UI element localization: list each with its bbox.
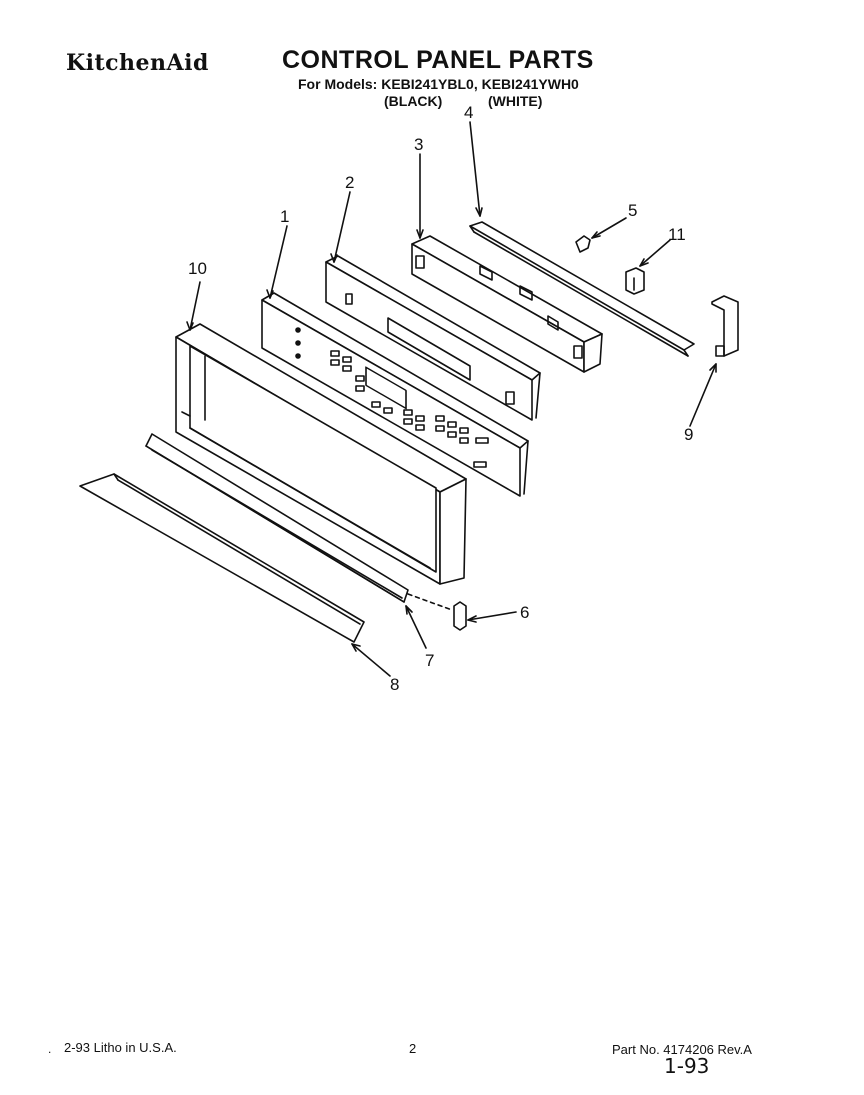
callout-2: 2 [345, 173, 354, 192]
part-2-board [325, 255, 541, 421]
panel-buttons [330, 350, 489, 468]
part-11-bracket [625, 267, 645, 295]
callout-1: 1 [280, 207, 289, 226]
brand-logo: KitchenAid [66, 50, 209, 76]
part-10-frame [175, 323, 467, 585]
part-number: Part No. 4174206 Rev.A [612, 1042, 752, 1057]
callout-10: 10 [188, 259, 207, 278]
page-title: CONTROL PANEL PARTS [282, 46, 594, 74]
part-4-rail [469, 221, 695, 357]
footer-print-info: 2-93 Litho in U.S.A. [64, 1040, 177, 1055]
callout-3: 3 [414, 135, 423, 154]
variant-white-label: (WHITE) [488, 93, 543, 109]
callout-11: 11 [668, 225, 686, 244]
callout-4: 4 [464, 103, 473, 122]
callout-7: 7 [425, 651, 434, 670]
part-5-clip [575, 235, 591, 253]
variant-black-label: (BLACK) [384, 93, 443, 109]
part-8-strip [79, 473, 365, 643]
callout-6: 6 [520, 603, 529, 622]
part-9-bracket [711, 295, 739, 357]
model-numbers: For Models: KEBI241YBL0, KEBI241YWH0 [298, 76, 579, 92]
callout-labels: 1 2 3 4 5 6 7 8 9 10 11 [188, 103, 693, 694]
handwritten-date: 1-93 [664, 1054, 710, 1078]
callout-5: 5 [628, 201, 637, 220]
margin-mark: . [48, 1042, 52, 1056]
page-number: 2 [409, 1041, 417, 1056]
callout-9: 9 [684, 425, 693, 444]
leader-lines [186, 121, 717, 677]
callout-8: 8 [390, 675, 399, 694]
part-3-housing [411, 235, 603, 373]
part-6-clip [407, 593, 467, 631]
part-7-trim [145, 433, 409, 603]
